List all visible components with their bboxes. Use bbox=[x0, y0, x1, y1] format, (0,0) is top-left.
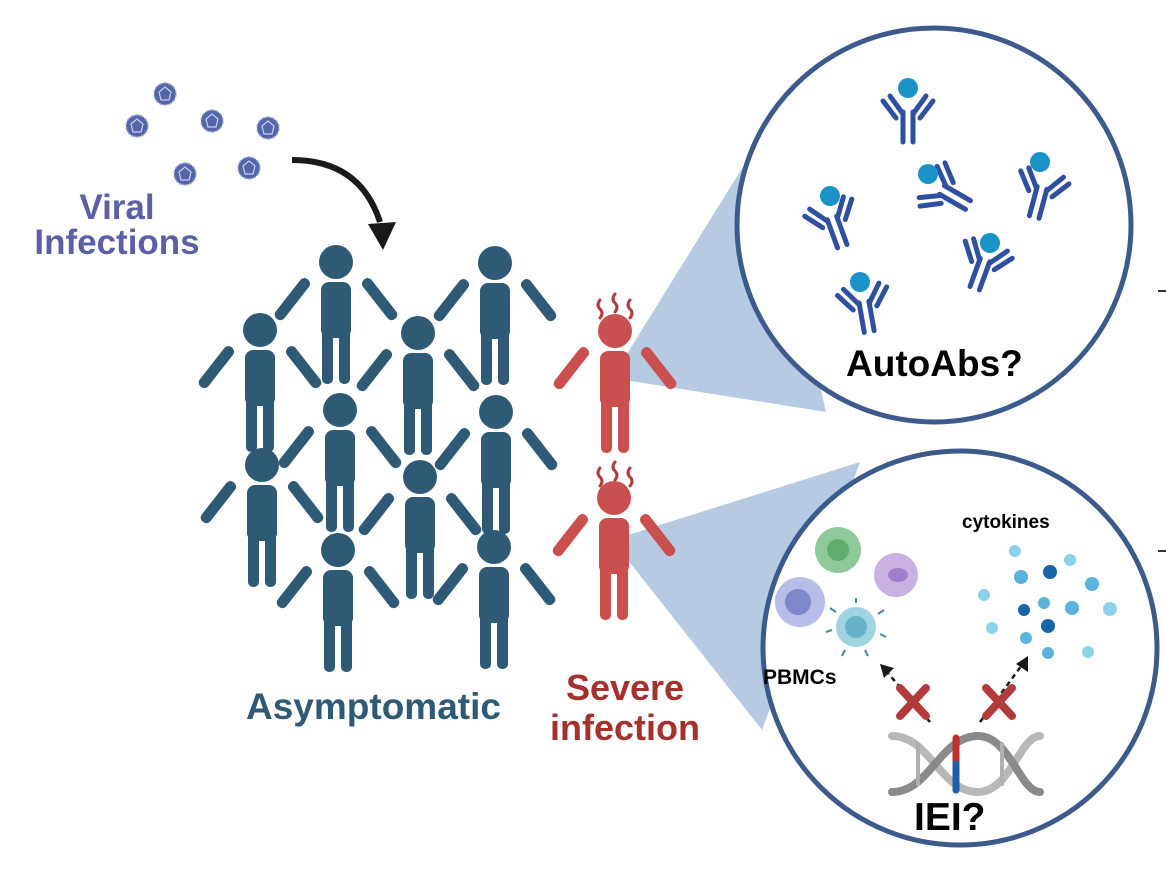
cytokines-label: cytokines bbox=[962, 512, 1050, 533]
pbmcs-label: PBMCs bbox=[763, 666, 837, 689]
cross-mark-icon bbox=[896, 684, 1016, 720]
iei-label: IEI? bbox=[914, 796, 986, 839]
cell-icon bbox=[775, 527, 918, 657]
asymptomatic-label: Asymptomatic bbox=[246, 686, 501, 727]
asymptomatic-crowd bbox=[196, 245, 560, 672]
dna-icon bbox=[888, 731, 1044, 797]
iei-circle bbox=[760, 448, 1160, 848]
autoabs-circle bbox=[734, 25, 1134, 425]
iei-callout-wedge bbox=[612, 462, 860, 730]
antibody-icon bbox=[803, 78, 1070, 336]
cytokine-dot-icon bbox=[978, 545, 1117, 659]
autoabs-label: AutoAbs? bbox=[846, 343, 1023, 384]
curved-arrow-icon bbox=[291, 157, 396, 250]
viral-infections-label: Viral Infections bbox=[34, 188, 200, 262]
severe-infection-label: Severe infection bbox=[550, 667, 700, 749]
virus-cluster bbox=[125, 82, 280, 186]
